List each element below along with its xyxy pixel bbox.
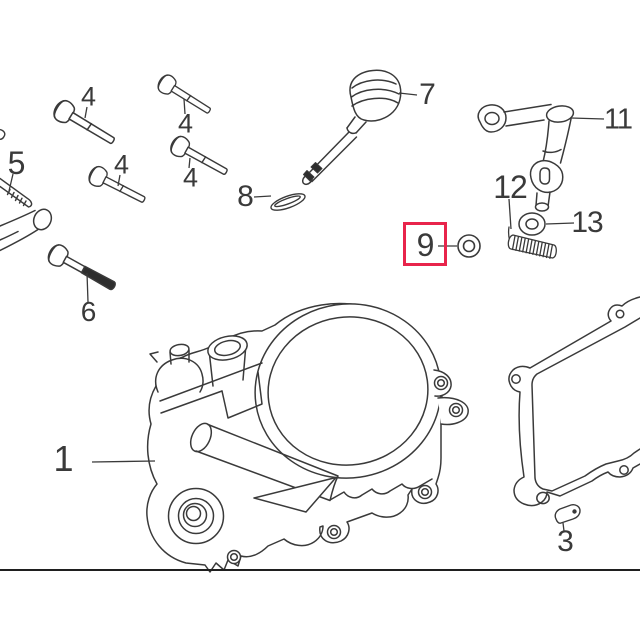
oring-8-drawing	[270, 193, 306, 211]
leader-line-4	[188, 157, 191, 169]
bolt-icon	[166, 132, 232, 182]
leader-line-7	[398, 92, 418, 96]
pin-3-drawing	[554, 504, 581, 524]
edge-fragment	[0, 128, 6, 140]
part-label-6[interactable]: 6	[80, 296, 97, 327]
part-label-7[interactable]: 7	[419, 78, 436, 111]
bolt-6-drawing	[47, 244, 116, 291]
washer-13-drawing	[518, 212, 546, 236]
leader-line-1	[91, 460, 156, 463]
leader-line-4	[117, 174, 121, 187]
crankcase-cover-1-drawing	[146, 302, 469, 573]
bolt-4-drawings	[49, 71, 232, 210]
part-label-1[interactable]: 1	[53, 438, 73, 479]
part-label-12[interactable]: 12	[493, 169, 528, 205]
leader-line-13	[545, 222, 575, 225]
leader-line-6	[86, 272, 89, 303]
leader-line-5	[8, 173, 14, 192]
leader-line-11	[570, 117, 605, 120]
part-label-4-5[interactable]: 4	[182, 162, 198, 193]
oring-9-drawing	[457, 234, 481, 258]
pipe-drawing	[0, 208, 53, 252]
leader-line-3	[562, 522, 565, 532]
part-label-13[interactable]: 13	[571, 206, 603, 239]
part-label-11[interactable]: 11	[603, 103, 633, 136]
gasket-drawing	[508, 296, 640, 507]
part-label-5[interactable]: 5	[7, 145, 26, 181]
part-label-4-3[interactable]: 4	[113, 149, 129, 180]
highlight-box	[403, 222, 447, 266]
dipstick-7-drawing	[301, 69, 402, 186]
leader-line-12	[508, 198, 512, 230]
spring-12-drawing	[507, 226, 557, 259]
leader-line-8	[253, 195, 272, 198]
leader-lines	[8, 92, 605, 532]
part-label-4-2[interactable]: 4	[80, 81, 96, 112]
part-label-4-4[interactable]: 4	[177, 108, 193, 139]
leader-line-4	[84, 106, 88, 119]
rod-5-drawing	[0, 177, 33, 208]
leader-line-4	[183, 98, 186, 115]
part-label-9[interactable]: 9	[416, 227, 435, 263]
lever-11-drawing	[477, 103, 575, 212]
part-label-8[interactable]: 8	[237, 180, 254, 213]
part-label-3[interactable]: 3	[557, 525, 574, 558]
